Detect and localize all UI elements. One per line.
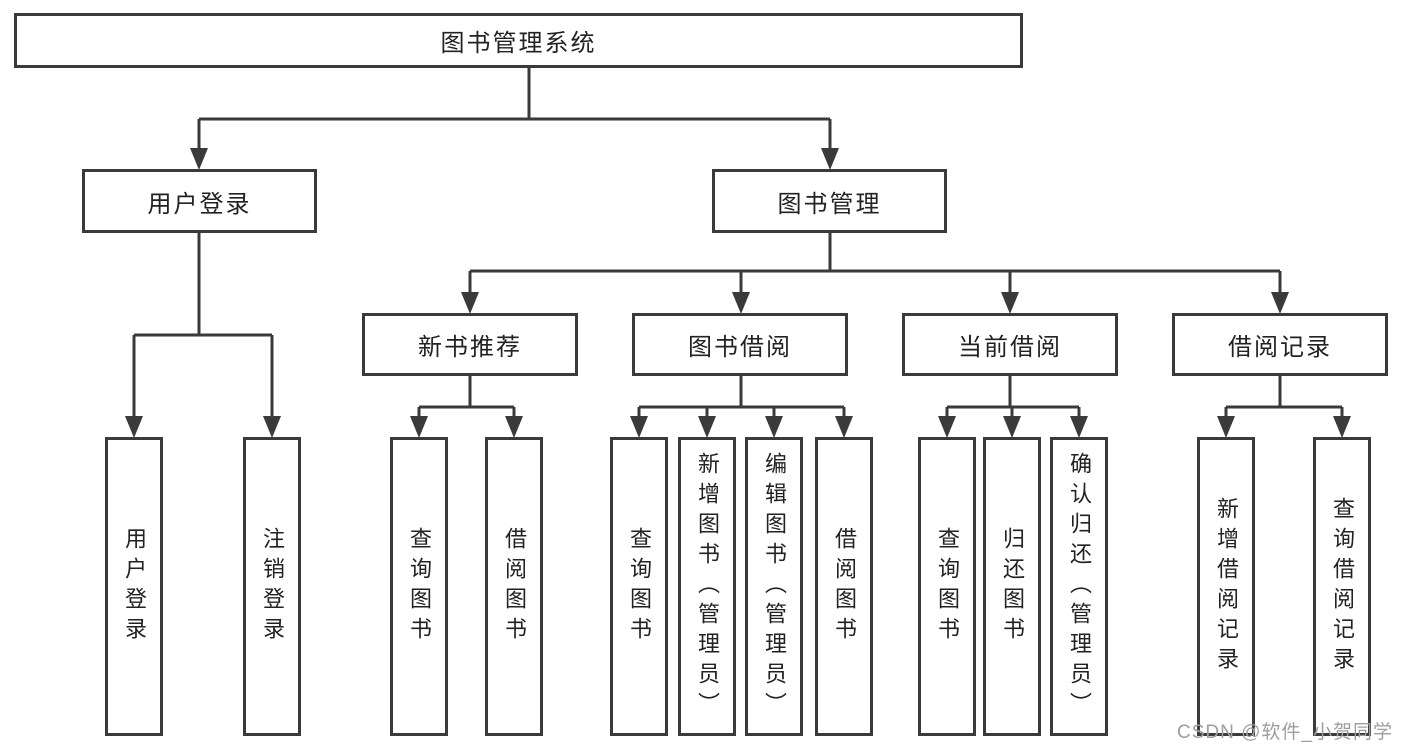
- node-book-management: 图书管理: [712, 169, 947, 233]
- leaf-edit-books-admin: 编辑图书（管理员）: [745, 437, 803, 736]
- leaf-query-borrow-record: 查询借阅记录: [1313, 437, 1371, 736]
- leaf-label: 查询图书: [407, 526, 432, 647]
- leaf-label: 新增借阅记录: [1214, 496, 1239, 677]
- leaf-borrow-books: 借阅图书: [815, 437, 873, 736]
- leaf-borrow-books-recommend: 借阅图书: [485, 437, 543, 736]
- leaf-user-login: 用户登录: [105, 437, 163, 736]
- node-borrow-records: 借阅记录: [1172, 313, 1388, 376]
- node-root-system: 图书管理系统: [14, 13, 1023, 68]
- leaf-label: 归还图书: [1000, 526, 1025, 647]
- leaf-label: 借阅图书: [832, 526, 857, 647]
- node-new-book-recommend: 新书推荐: [362, 313, 578, 376]
- leaf-label: 用户登录: [122, 526, 147, 647]
- leaf-query-books-current: 查询图书: [918, 437, 976, 736]
- leaf-confirm-return-admin: 确认归还（管理员）: [1050, 437, 1108, 736]
- leaf-label: 查询借阅记录: [1330, 496, 1355, 677]
- leaf-label: 编辑图书（管理员）: [762, 451, 787, 722]
- node-book-borrow: 图书借阅: [632, 313, 848, 376]
- leaf-label: 注销登录: [260, 526, 285, 647]
- connector-edges: [132, 68, 1344, 421]
- leaf-query-books-recommend: 查询图书: [390, 437, 448, 736]
- leaf-logout: 注销登录: [243, 437, 301, 736]
- leaf-return-books: 归还图书: [983, 437, 1041, 736]
- leaf-label: 查询图书: [627, 526, 652, 647]
- arrowhead-icons: [125, 148, 1351, 438]
- node-user-login: 用户登录: [82, 169, 317, 233]
- csdn-watermark: CSDN @软件_小贺同学: [1177, 722, 1393, 743]
- leaf-label: 查询图书: [935, 526, 960, 647]
- leaf-label: 确认归还（管理员）: [1067, 451, 1092, 722]
- leaf-add-books-admin: 新增图书（管理员）: [678, 437, 736, 736]
- leaf-add-borrow-record: 新增借阅记录: [1197, 437, 1255, 736]
- leaf-label: 借阅图书: [502, 526, 527, 647]
- leaf-query-books-borrow: 查询图书: [610, 437, 668, 736]
- leaf-label: 新增图书（管理员）: [695, 451, 720, 722]
- node-current-borrow: 当前借阅: [902, 313, 1118, 376]
